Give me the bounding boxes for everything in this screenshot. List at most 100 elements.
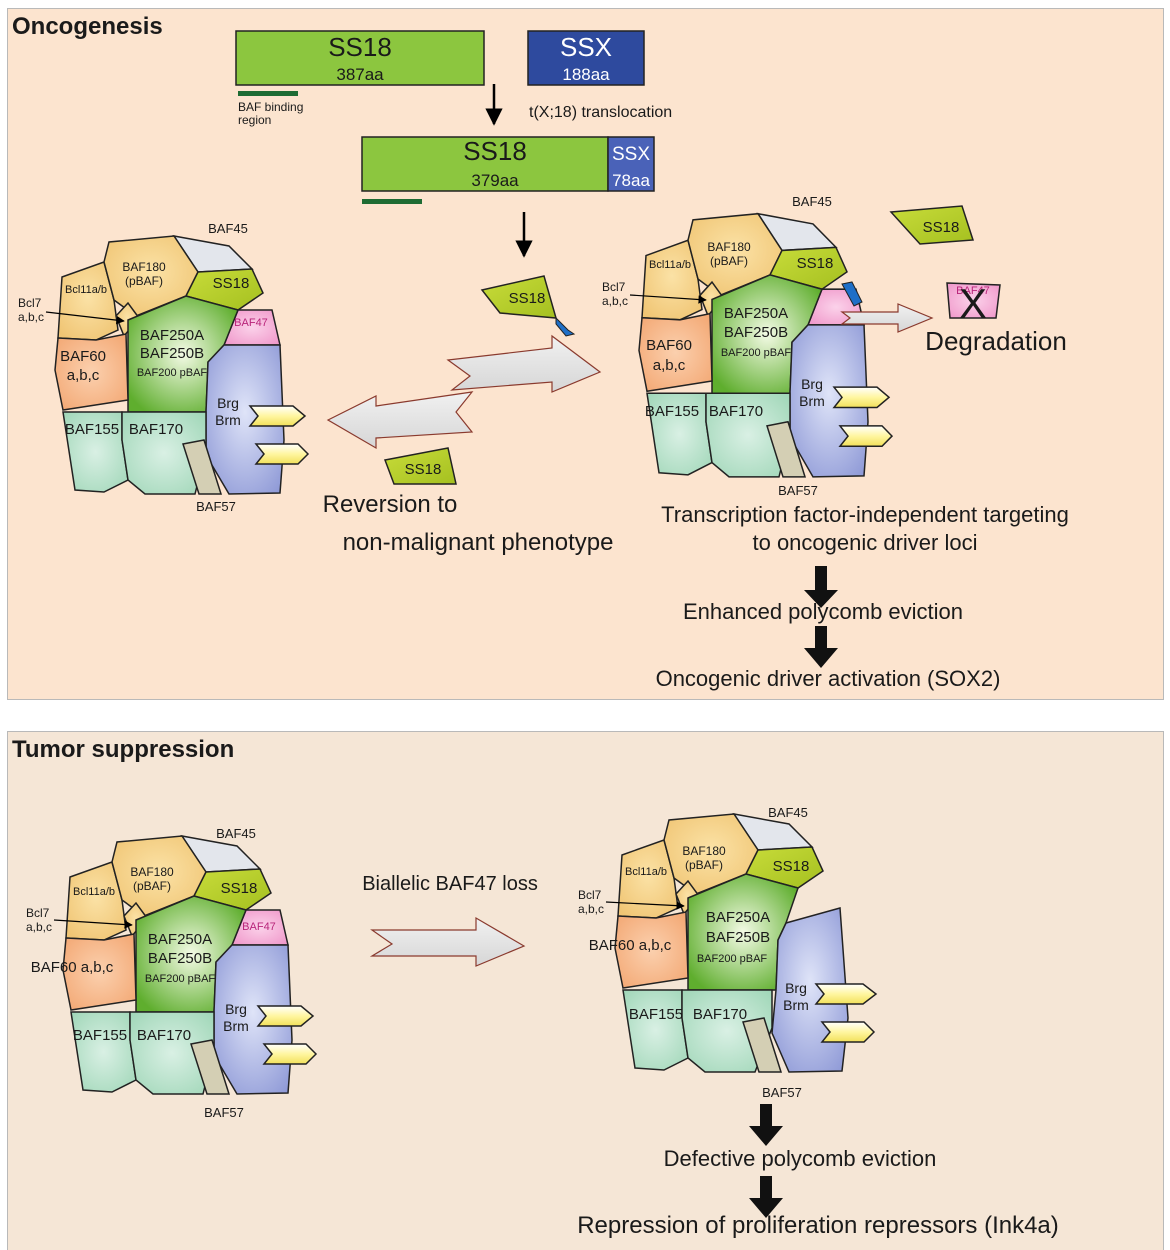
defective-eviction-label: Defective polycomb eviction bbox=[664, 1146, 937, 1171]
baf250a-label: BAF250A bbox=[140, 327, 204, 344]
brm-label: Brm bbox=[215, 412, 241, 428]
ssx-protein-bar bbox=[527, 30, 645, 86]
degradation-x-mark: X bbox=[959, 280, 987, 327]
reversion-label-line2: non-malignant phenotype bbox=[343, 529, 614, 556]
baf60-label: BAF60 bbox=[646, 337, 692, 354]
baf180-label: BAF180 bbox=[707, 240, 751, 254]
translocation-label: t(X;18) translocation bbox=[529, 104, 672, 121]
baf-complex-top-right: BAF45 Bcl11a/b BAF180 (pBAF) SS18 Bcl7 a… bbox=[602, 194, 893, 498]
ss18-length: 387aa bbox=[336, 65, 384, 84]
ss18-subunit-label: SS18 bbox=[221, 880, 258, 897]
baf155-label: BAF155 bbox=[65, 421, 119, 438]
baf60-label: BAF60 bbox=[60, 348, 106, 365]
baf170-label: BAF170 bbox=[693, 1006, 747, 1023]
targeting-label-line2: to oncogenic driver loci bbox=[752, 530, 977, 555]
degradation-arrow bbox=[840, 303, 934, 333]
baf-complex-bottom-left: BAF45 Bcl11a/b BAF180 (pBAF) SS18 BAF47 … bbox=[26, 826, 317, 1120]
baf57-label: BAF57 bbox=[204, 1105, 244, 1120]
baf-binding-label-line1: BAF binding bbox=[238, 100, 303, 114]
free-ss18-reversion-label: SS18 bbox=[405, 461, 442, 478]
fusion-ssx-name: SSX bbox=[612, 144, 650, 165]
oncogenesis-title: Oncogenesis bbox=[12, 13, 163, 40]
baf60-label: BAF60 a,b,c bbox=[31, 959, 114, 976]
baf180-label: BAF180 bbox=[122, 260, 166, 274]
bcl7-sub-label: a,b,c bbox=[578, 902, 604, 916]
tumor-suppression-title: Tumor suppression bbox=[12, 736, 235, 763]
baf60-sub-label: a,b,c bbox=[653, 357, 686, 374]
baf180-sub-label: (pBAF) bbox=[125, 274, 163, 288]
fusion-ssx-length: 78aa bbox=[612, 171, 650, 190]
free-ss18-reversion bbox=[383, 447, 457, 485]
baf47-label: BAF47 bbox=[234, 317, 268, 329]
baf180-label: BAF180 bbox=[130, 865, 174, 879]
baf45-label: BAF45 bbox=[208, 221, 248, 236]
baf250a-label: BAF250A bbox=[724, 305, 788, 322]
baf200-label: BAF200 pBAF bbox=[137, 367, 208, 379]
bcl7-pointer bbox=[629, 294, 707, 304]
bcl7-label: Bcl7 bbox=[578, 888, 602, 902]
reversion-arrow-left bbox=[326, 391, 474, 450]
baf180-label: BAF180 bbox=[682, 844, 726, 858]
baf-binding-region-bar bbox=[238, 91, 298, 96]
baf200-label: BAF200 pBAF bbox=[145, 973, 216, 985]
ss18-subunit-label: SS18 bbox=[797, 255, 834, 272]
biallelic-loss-label: Biallelic BAF47 loss bbox=[362, 873, 538, 895]
baf-binding-label-line2: region bbox=[238, 113, 271, 127]
degraded-baf47 bbox=[946, 282, 1001, 319]
baf250b-label: BAF250B bbox=[148, 950, 212, 967]
baf170-label: BAF170 bbox=[137, 1027, 191, 1044]
baf60-label: BAF60 a,b,c bbox=[589, 937, 672, 954]
baf155-label: BAF155 bbox=[629, 1006, 683, 1023]
ss18-ssx-fragment-label: SS18 bbox=[509, 290, 546, 307]
brg-label: Brg bbox=[785, 980, 807, 996]
bcl11-label: Bcl11a/b bbox=[73, 886, 115, 898]
baf200-label: BAF200 pBAF bbox=[697, 953, 768, 965]
baf57-label: BAF57 bbox=[196, 499, 236, 514]
baf250b-label: BAF250B bbox=[724, 324, 788, 341]
transition-arrow-right bbox=[446, 334, 602, 393]
ssx-name: SSX bbox=[560, 32, 612, 62]
defective-down-arrow-1 bbox=[749, 1104, 783, 1146]
ss18-subunit-label: SS18 bbox=[213, 275, 250, 292]
bcl7-pointer bbox=[53, 919, 133, 929]
repression-label: Repression of proliferation repressors (… bbox=[577, 1212, 1059, 1239]
bcl7-pointer bbox=[45, 311, 125, 325]
ssx-length: 188aa bbox=[562, 65, 610, 84]
baf170-label: BAF170 bbox=[709, 403, 763, 420]
bcl7-label: Bcl7 bbox=[602, 280, 626, 294]
baf155-label: BAF155 bbox=[73, 1027, 127, 1044]
baf45-label: BAF45 bbox=[216, 826, 256, 841]
brg-label: Brg bbox=[225, 1001, 247, 1017]
fusion-ssx-part bbox=[607, 136, 655, 192]
baf-complex-top-left: BAF45 Bcl11a/b BAF180 (pBAF) SS18 BAF47 … bbox=[18, 221, 309, 514]
brm-label: Brm bbox=[799, 393, 825, 409]
baf47-label: BAF47 bbox=[242, 921, 276, 933]
baf250b-label: BAF250B bbox=[706, 929, 770, 946]
oncogenic-activation-label: Oncogenic driver activation (SOX2) bbox=[656, 666, 1001, 691]
brg-label: Brg bbox=[801, 376, 823, 392]
targeting-label-line1: Transcription factor-independent targeti… bbox=[661, 502, 1069, 527]
bcl7-label: Bcl7 bbox=[18, 296, 42, 310]
baf250b-label: BAF250B bbox=[140, 345, 204, 362]
baf155-label: BAF155 bbox=[645, 403, 699, 420]
defective-down-arrow-2 bbox=[749, 1176, 783, 1218]
bcl11-label: Bcl11a/b bbox=[65, 284, 107, 296]
biallelic-loss-arrow bbox=[369, 916, 526, 967]
fusion-ss18-length: 379aa bbox=[471, 171, 519, 190]
baf250a-label: BAF250A bbox=[706, 909, 770, 926]
baf170-label: BAF170 bbox=[129, 421, 183, 438]
eviction-down-arrow bbox=[804, 626, 838, 668]
free-ss18-top-right-label: SS18 bbox=[923, 219, 960, 236]
brm-label: Brm bbox=[783, 997, 809, 1013]
baf180-sub-label: (pBAF) bbox=[133, 879, 171, 893]
baf57-label: BAF57 bbox=[778, 483, 818, 498]
degradation-label: Degradation bbox=[925, 326, 1067, 356]
degraded-baf47-label: BAF47 bbox=[956, 285, 990, 297]
fusion-binding-region-bar bbox=[362, 199, 422, 204]
fusion-ssx-tail bbox=[841, 281, 863, 307]
brg-label: Brg bbox=[217, 395, 239, 411]
baf-complex-bottom-right: BAF45 Bcl11a/b BAF180 (pBAF) SS18 Bcl7 a… bbox=[578, 805, 878, 1100]
baf60-sub-label: a,b,c bbox=[67, 367, 100, 384]
reversion-label-line1: Reversion to bbox=[323, 491, 458, 518]
